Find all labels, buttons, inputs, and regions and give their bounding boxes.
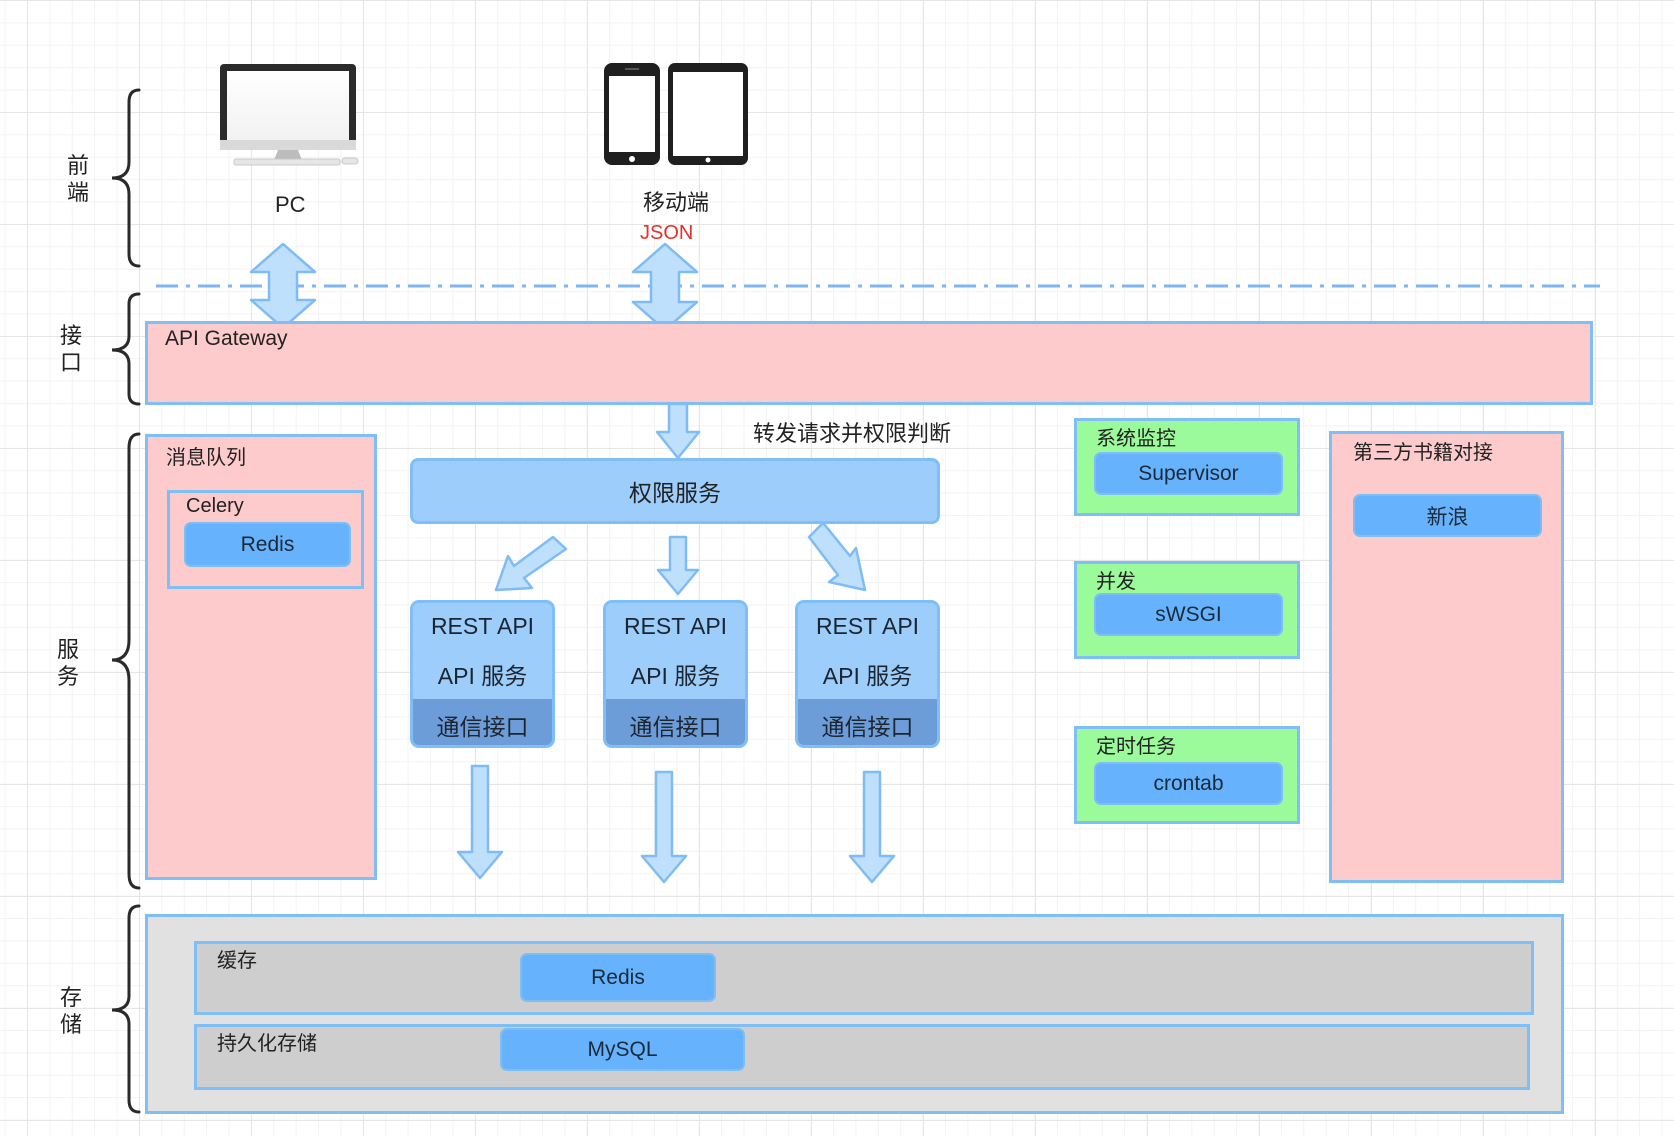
layer-label-interface: 接 口	[59, 323, 82, 375]
storage-panel: 缓存 Redis 持久化存储 MySQL	[145, 914, 1564, 1114]
layer-label-frontend: 前 端	[66, 153, 89, 205]
crontab-item: crontab	[1094, 762, 1283, 805]
cron-title: 定时任务	[1096, 736, 1176, 758]
auth-service: 权限服务	[410, 458, 940, 524]
phone-icon	[604, 63, 660, 165]
rest-service-body: API 服务	[413, 649, 552, 701]
svc2-down-arrow	[640, 770, 688, 884]
third-party-panel: 第三方书籍对接 新浪	[1329, 431, 1564, 883]
rest-service-2: REST API API 服务 通信接口	[603, 600, 748, 748]
message-queue-title: 消息队列	[166, 447, 246, 469]
frontend-brace	[111, 88, 141, 268]
system-monitor-panel: 系统监控 Supervisor	[1074, 418, 1300, 516]
sina-item: 新浪	[1353, 494, 1542, 537]
mobile-double-arrow	[631, 242, 699, 332]
layer-label-service: 服 务	[56, 637, 79, 689]
pc-monitor-icon	[220, 64, 359, 166]
cache-box: 缓存 Redis	[194, 941, 1534, 1015]
json-label: JSON	[640, 222, 694, 244]
interface-brace	[111, 292, 141, 406]
gateway-down-arrow	[655, 402, 701, 460]
forward-note: 转发请求并权限判断	[753, 421, 952, 446]
rest-service-title: REST API	[413, 603, 552, 651]
auth-to-svc3-arrow	[807, 522, 867, 592]
message-queue-panel: 消息队列 Celery Redis	[145, 434, 377, 880]
third-party-title: 第三方书籍对接	[1353, 442, 1493, 464]
system-monitor-title: 系统监控	[1096, 428, 1176, 450]
persistence-title: 持久化存储	[217, 1033, 317, 1055]
concurrency-title: 并发	[1096, 571, 1136, 593]
svc3-down-arrow	[848, 770, 896, 884]
api-gateway-label: API Gateway	[165, 327, 288, 350]
supervisor-item: Supervisor	[1094, 452, 1283, 495]
persistence-mysql: MySQL	[500, 1028, 745, 1071]
concurrency-panel: 并发 sWSGI	[1074, 561, 1300, 659]
rest-service-footer: 通信接口	[413, 699, 552, 745]
persistence-box: 持久化存储 MySQL	[194, 1024, 1530, 1090]
rest-service-1: REST API API 服务 通信接口	[410, 600, 555, 748]
rest-service-3: REST API API 服务 通信接口	[795, 600, 940, 748]
storage-brace	[111, 904, 141, 1114]
celery-box: Celery Redis	[167, 490, 364, 589]
pc-label: PC	[275, 192, 306, 217]
api-gateway: API Gateway	[145, 321, 1593, 405]
layer-label-storage: 存 储	[59, 985, 82, 1037]
cache-title: 缓存	[217, 950, 257, 972]
rest-service-title: REST API	[798, 603, 937, 651]
rest-service-title: REST API	[606, 603, 745, 651]
cron-panel: 定时任务 crontab	[1074, 726, 1300, 824]
swsgi-item: sWSGI	[1094, 593, 1283, 636]
rest-service-body: API 服务	[606, 649, 745, 701]
auth-to-svc1-arrow	[494, 535, 568, 592]
tablet-icon	[668, 63, 748, 165]
celery-label: Celery	[186, 495, 244, 517]
mobile-label: 移动端	[643, 190, 710, 215]
rest-service-body: API 服务	[798, 649, 937, 701]
rest-service-footer: 通信接口	[606, 699, 745, 745]
celery-redis: Redis	[184, 522, 351, 567]
svc1-down-arrow	[456, 764, 504, 880]
cache-redis: Redis	[520, 953, 716, 1002]
service-brace	[111, 432, 141, 890]
rest-service-footer: 通信接口	[798, 699, 937, 745]
auth-to-svc2-arrow	[656, 535, 700, 596]
